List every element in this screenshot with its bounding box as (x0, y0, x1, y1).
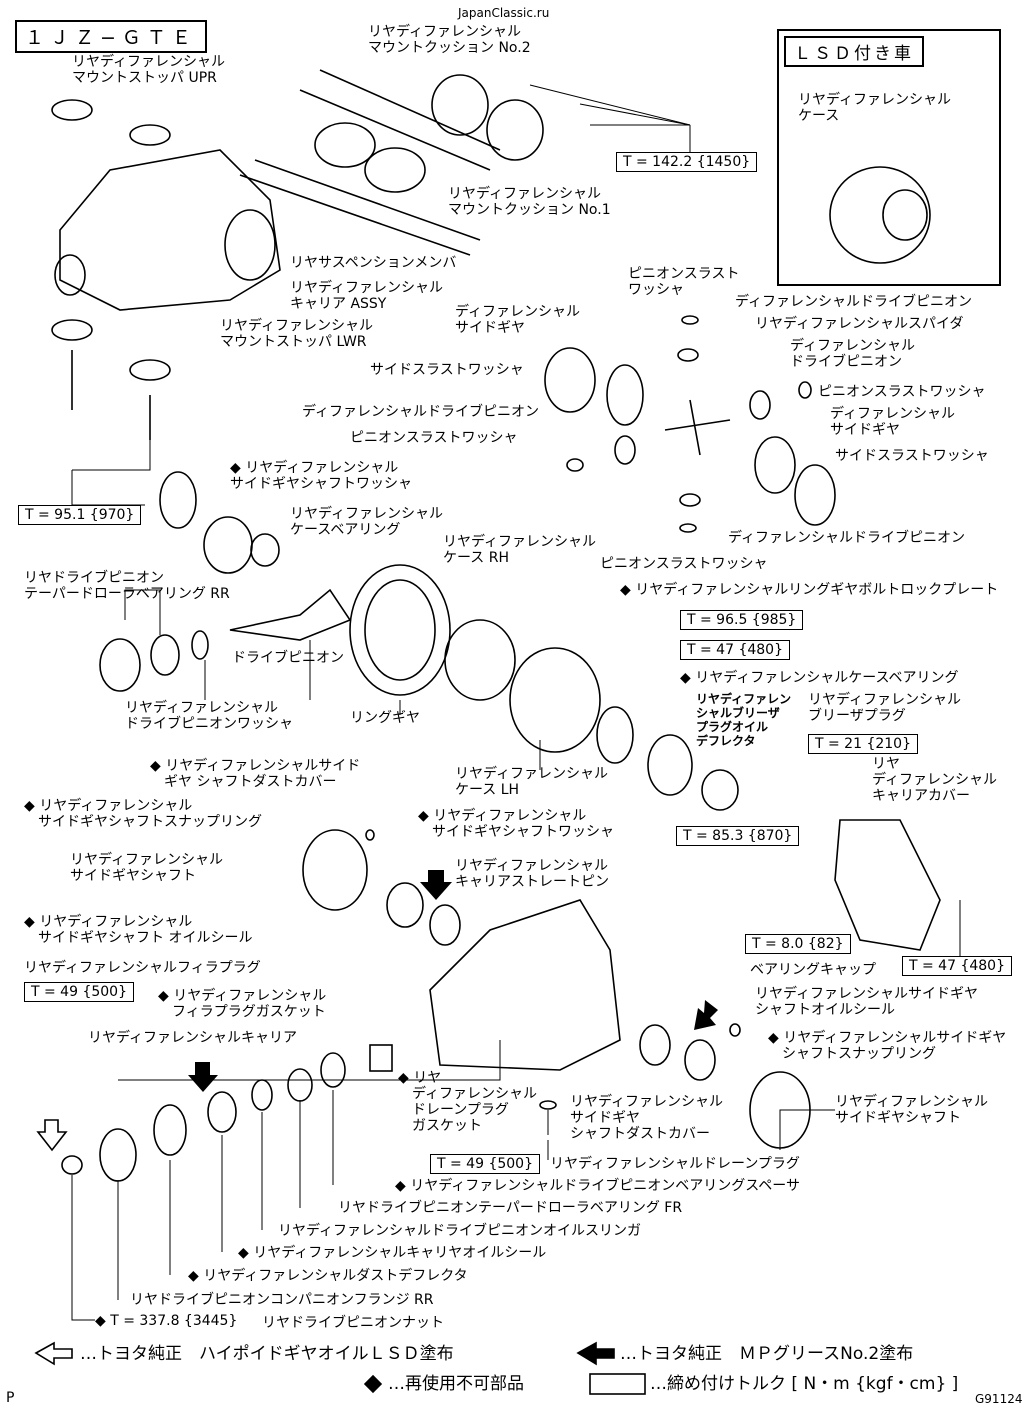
dust-deflector-label: ◆ リヤディファレンシャルダストデフレクタ (188, 1268, 468, 1284)
torque-spec-box: T = 8.0 {82} (745, 934, 851, 954)
case-lh-label: リヤディファレンシャル ケース LH (455, 766, 609, 798)
breather-plug-label: リヤディファレンシャル ブリーザプラグ (808, 692, 962, 724)
companion-flange-label: リヤドライブピニオンコンパニオンフランジ RR (130, 1292, 434, 1308)
snap-ring-label: ◆ リヤディファレンシャルサイドギヤ シャフトスナップリング (768, 1030, 1007, 1062)
suspension-member-label: リヤサスペンションメンバ (290, 255, 457, 271)
straight-pin-label: リヤディファレンシャル キャリアストレートピン (455, 858, 609, 890)
breather-deflector-label: リヤディファレン シャルブリーザ プラグオイル デフレクタ (696, 692, 792, 748)
pinion-nut-label: リヤドライブピニオンナット (262, 1315, 444, 1331)
torque-spec-box: T = 95.1 {970} (18, 505, 142, 525)
side-thrust-washer-label: サイドスラストワッシャ (370, 362, 524, 378)
mp-grease-arrows (188, 870, 718, 1092)
drive-pinion-label: ディファレンシャルドライブピニオン (735, 294, 973, 310)
taper-bearing-fr-label: リヤドライブピニオンテーパードローラベアリング FR (338, 1200, 683, 1216)
ring-gear-label: リングギヤ (350, 710, 420, 726)
lsd-case-drawing (829, 166, 931, 264)
oil-seal-label: リヤディファレンシャルサイドギヤ シャフトオイルシール (755, 986, 979, 1018)
carrier-assy-label: リヤディファレンシャル キャリア ASSY (290, 280, 444, 312)
lsd-box-title: ＬＳＤ付き車 (784, 36, 924, 67)
side-thrust-washer-label: サイドスラストワッシャ (835, 448, 989, 464)
torque-spec-box: T = 85.3 {870} (676, 826, 800, 846)
carrier-oil-seal-label: ◆ リヤディファレンシャルキャリヤオイルシール (238, 1245, 547, 1261)
carrier-label: リヤディファレンシャルキャリア (88, 1030, 298, 1046)
pinion-thrust-washer-label: ピニオンスラストワッシャ (600, 556, 768, 572)
torque-spec-box: T = 21 {210} (808, 734, 918, 754)
lock-plate-label: ◆ リヤディファレンシャルリングギヤボルトロックプレート (620, 582, 999, 598)
snap-ring-label: ◆ リヤディファレンシャル サイドギヤシャフトスナップリング (24, 798, 262, 830)
drive-pinion-part-label: ドライブピニオン (232, 650, 344, 666)
mount-cushion-sleeves (314, 74, 544, 193)
legend-mp-grease: …トヨタ純正 ＭＰグリースNo.2塗布 (620, 1344, 914, 1364)
lsd-case-label: リヤディファレンシャル ケース (798, 92, 952, 124)
side-gear-label: ディファレンシャル サイドギヤ (830, 406, 956, 438)
case-bearing-label: リヤディファレンシャル ケースベアリング (290, 506, 444, 538)
ring-gear-and-case-parts (349, 564, 739, 811)
leader-lines (71, 84, 961, 1321)
side-gear-label: ディファレンシャル サイドギヤ (455, 304, 581, 336)
page-mark: P (6, 1390, 15, 1406)
drive-pinion-label: ディファレンシャルドライブピニオン (728, 530, 966, 546)
torque-spec-box: T = 49 {500} (24, 982, 134, 1002)
watermark: JapanClassic.ru (458, 6, 550, 20)
suspension-member-frame (239, 69, 501, 256)
figure-id: G91124 (975, 1392, 1023, 1406)
pinion-thrust-washer-label: ピニオンスラスト ワッシャ (628, 266, 740, 298)
filler-plug-label: リヤディファレンシャルフィラプラグ (24, 960, 261, 976)
pinion-stack-drawing (61, 1044, 557, 1182)
carrier-cover-label: リヤ ディファレンシャル キャリアカバー (872, 756, 998, 804)
dust-cover-label: ◆ リヤディファレンシャルサイド ギヤ シャフトダストカバー (150, 758, 361, 790)
mp-legend-arrow-icon (576, 1341, 615, 1366)
oil-seal-label: ◆ リヤディファレンシャル サイドギヤシャフト オイルシール (24, 914, 253, 946)
case-rh-label: リヤディファレンシャル ケース RH (443, 534, 597, 566)
oil-slinger-label: リヤディファレンシャルドライブピニオンオイルスリンガ (278, 1223, 642, 1239)
bearing-cap-label: ベアリングキャップ (750, 962, 876, 978)
taper-bearing-rr-label: リヤドライブピニオン テーパードローラベアリング RR (24, 570, 230, 602)
legend-non-reusable: …再使用不可部品 (388, 1374, 524, 1394)
filler-gasket-label: ◆ リヤディファレンシャル フィラプラグガスケット (158, 988, 327, 1020)
arrow-icon (420, 870, 452, 900)
side-gear-shaft-washer-label: ◆ リヤディファレンシャル サイドギヤシャフトワッシャ (230, 460, 412, 492)
drain-plug-label: リヤディファレンシャルドレーンプラグ (550, 1156, 800, 1172)
drive-pinion-label: ディファレンシャルドライブピニオン (302, 404, 540, 420)
hypoid-legend-arrow-icon (34, 1341, 73, 1366)
torque-spec-box: T = 47 {480} (680, 640, 790, 660)
drive-pinion-washer-label: リヤディファレンシャル ドライブピニオンワッシャ (125, 700, 293, 732)
legend-hypoid: …トヨタ純正 ハイポイドギヤオイルＬＳＤ塗布 (80, 1344, 454, 1364)
spider-label: リヤディファレンシャルスパイダ (755, 316, 964, 332)
torque-legend-box-icon (589, 1373, 646, 1395)
side-gear-shaft-label: リヤディファレンシャル サイドギヤシャフト (70, 852, 224, 884)
legend-torque: …締め付けトルク [ N・m {kgf・cm} ] (650, 1374, 959, 1394)
lsd-box-frame (777, 29, 1001, 286)
engine-title: １ＪＺ−ＧＴＥ (15, 20, 207, 53)
pinion-thrust-washer-label: ピニオンスラストワッシャ (818, 384, 986, 400)
differential-gear-parts (544, 315, 836, 533)
torque-spec-box: T = 96.5 {985} (680, 610, 804, 630)
torque-spec-box: ◆ T = 337.8 {3445} (95, 1312, 238, 1330)
torque-spec-box: T = 142.2 {1450} (616, 152, 758, 172)
mount-cushion-no1-label: リヤディファレンシャル マウントクッション No.1 (448, 186, 611, 218)
hypoid-arrow-icon (36, 1119, 68, 1152)
diamond-icon (363, 1374, 383, 1394)
mount-stopper-lwr-label: リヤディファレンシャル マウントストッパ LWR (220, 318, 374, 350)
drive-pinion-label: ディファレンシャル ドライブピニオン (790, 338, 916, 370)
drain-gasket-label: ◆ リヤ ディファレンシャル ドレーンプラグ ガスケット (398, 1070, 538, 1134)
mount-stopper-upr-label: リヤディファレンシャル マウントストッパ UPR (72, 54, 226, 86)
pinion-thrust-washer-label: ピニオンスラストワッシャ (350, 430, 518, 446)
side-gear-shaft-label: リヤディファレンシャル サイドギヤシャフト (835, 1094, 989, 1126)
pinion-and-bearing-parts (99, 471, 352, 692)
torque-spec-box: T = 47 {480} (902, 956, 1012, 976)
bearing-spacer-label: ◆ リヤディファレンシャルドライブピニオンベアリングスペーサ (395, 1178, 800, 1194)
arrow-icon (694, 1000, 718, 1030)
mount-cushion-no2-label: リヤディファレンシャル マウントクッション No.2 (368, 24, 531, 56)
carrier-and-cover-drawing (302, 819, 941, 1149)
dust-cover-label: リヤディファレンシャル サイドギヤ シャフトダストカバー (570, 1094, 724, 1142)
case-bearing-label: ◆ リヤディファレンシャルケースベアリング (680, 670, 959, 686)
side-gear-shaft-washer-label: ◆ リヤディファレンシャル サイドギヤシャフトワッシャ (418, 808, 614, 840)
torque-spec-box: T = 49 {500} (430, 1154, 540, 1174)
carrier-assy-drawing (51, 99, 281, 440)
arrow-icon (188, 1062, 218, 1092)
